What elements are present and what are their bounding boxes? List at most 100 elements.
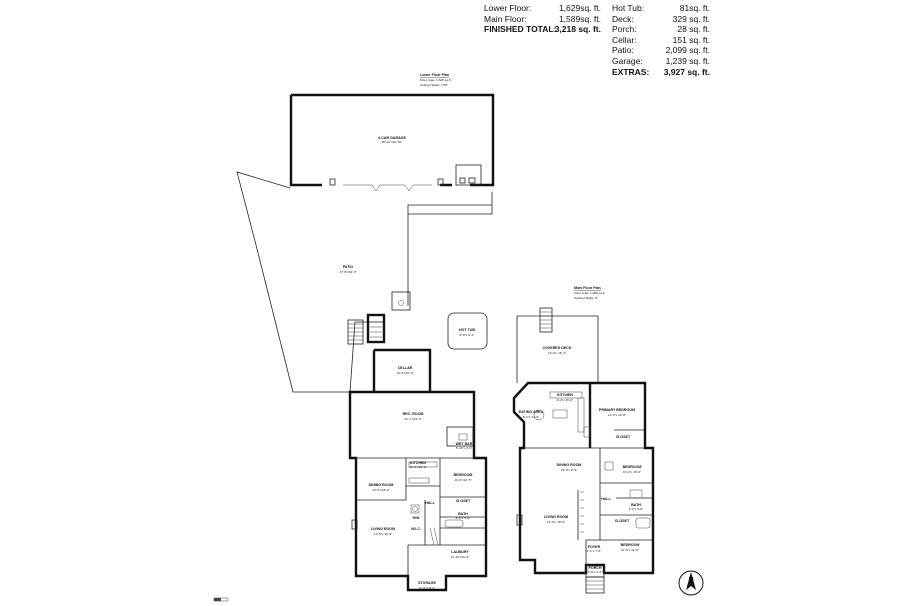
stat-value: 3,218 sq. ft. <box>554 24 601 35</box>
garage-appliance <box>468 177 476 184</box>
rec-room-dim: 31'-7"x12'-3" <box>404 417 421 421</box>
north-arrow-icon <box>686 572 696 590</box>
hot-tub-label: HOT TUB <box>459 328 475 332</box>
lower-kitchen-dim: 10'-0"x15'-2" <box>409 465 426 469</box>
stat-value: 1,589sq. ft. <box>558 13 601 24</box>
fireplace <box>351 519 358 530</box>
stat-label: Main Floor: <box>484 13 527 24</box>
main-bedroom2-dim: 11'-6"x 12'-9" <box>621 548 639 552</box>
lower-bath-label: BATH <box>458 512 468 516</box>
patio-fixture-icon <box>398 300 404 306</box>
stat-value: 151 sq. ft. <box>672 34 710 45</box>
lower-floor-plan: Lower Floor Plan Floor Area: 1,629 sq.ft… <box>236 73 495 592</box>
porch-dim: 6'-8"x 4'-2" <box>588 570 603 574</box>
stat-row: Porch:28 sq. ft. <box>612 24 710 35</box>
lower-floor-header: Lower Floor Plan <box>420 73 449 77</box>
main-floor-ceiling: Ceiling Height: 8' <box>574 296 598 300</box>
lower-partitions <box>356 458 486 576</box>
lower-living-dim: 12'-8"x 13'-9" <box>374 532 392 536</box>
stat-row-total: EXTRAS:3,927 sq. ft. <box>612 67 710 78</box>
stat-row: Hot Tub: 81sq. ft. <box>612 3 710 14</box>
area-summary-left: Lower Floor: 1,629sq. ft. Main Floor: 1,58… <box>484 3 601 35</box>
bath-tub <box>444 519 464 528</box>
bath-vanity <box>629 489 643 499</box>
patio-dim: 37'-9"x52'-3" <box>339 270 356 274</box>
lower-floor-area: Floor Area: 1,629 sq.ft. <box>420 78 451 82</box>
main-bedroom1-dim: 10'-2"x 10'-0" <box>623 470 641 474</box>
garage-closet <box>455 164 482 186</box>
stat-value: 81sq. ft. <box>679 3 710 13</box>
stat-label: Patio: <box>612 45 634 56</box>
main-bath-label: BATH <box>631 503 641 507</box>
garage-walls <box>289 93 495 187</box>
lower-dining-dim: 12'-6"x13'-2" <box>372 488 389 492</box>
main-bedroom1-label: BEDROOM <box>623 465 642 469</box>
eating-area-dim: 8'-1"x 14'-0" <box>523 415 539 419</box>
kitchen-island <box>408 477 430 484</box>
lower-hall-label: HALL <box>425 501 435 505</box>
stat-label: FINISHED TOTAL: <box>484 24 557 35</box>
stat-label: Deck: <box>612 13 634 24</box>
main-dining-dim: 15'-3"x 9'-3" <box>561 468 577 472</box>
garage-label: 4-CAR GARAGE <box>378 136 406 140</box>
wet-bar-sink <box>458 433 468 441</box>
main-kitchen-island <box>552 409 568 419</box>
main-floor-plan: Main Floor Plan Floor Area: 1,589 sq.ft.… <box>512 286 655 594</box>
lower-stair-well <box>366 313 386 344</box>
lower-stair-treads <box>348 323 363 341</box>
wet-bar-counter <box>446 426 474 447</box>
eating-table <box>533 409 545 421</box>
north-compass: N <box>678 570 704 596</box>
eating-area-label: EATING AREA <box>519 410 544 414</box>
main-kitchen-counter <box>549 391 583 399</box>
lower-bedroom-label: BEDROOM <box>454 473 473 477</box>
garage-post <box>437 178 444 186</box>
hw-tank <box>410 504 420 514</box>
main-bedroom2-label: BEDROOM <box>621 543 640 547</box>
compass-label: N <box>688 577 693 584</box>
lower-kitchen-label: KITCHEN <box>410 461 426 465</box>
stat-label: Cellar: <box>612 34 637 45</box>
stat-value: 1,629sq. ft. <box>558 3 601 13</box>
stat-label: Lower Floor: <box>484 3 532 13</box>
storage-label: STORAGE <box>418 581 436 585</box>
porch-label: PORCH <box>589 566 602 570</box>
main-fireplace <box>516 514 523 526</box>
hw-tank-icon <box>412 506 418 512</box>
kitchen-counter <box>408 461 438 468</box>
covered-deck-outline <box>516 315 599 383</box>
main-bath-dim: 9'-0"x 5'-0" <box>629 507 644 511</box>
hot-tub-dim: 8'-8"x 9'-4" <box>460 333 475 337</box>
deck-dim: 19'-9"x 16'-4" <box>548 351 566 355</box>
stat-value: 28 sq. ft. <box>677 24 710 35</box>
lower-living-label: LIVING ROOM <box>371 527 395 531</box>
main-floor-header: Main Floor Plan <box>574 286 601 290</box>
stair-lines <box>429 527 439 546</box>
lower-house-walls <box>348 390 488 592</box>
stat-row: Lower Floor: 1,629sq. ft. <box>484 3 601 14</box>
cellar-walls <box>372 348 432 391</box>
lower-bath-dim: 8'-5"x 5'-0" <box>456 516 471 520</box>
stat-label: Hot Tub: <box>612 3 645 13</box>
stat-value: 2,099 sq. ft. <box>665 45 710 56</box>
garage-sink <box>459 177 466 184</box>
scale-bar-fill <box>214 598 221 601</box>
stat-row-total: FINISHED TOTAL:3,218 sq. ft. <box>484 24 601 35</box>
main-fridge <box>583 426 591 438</box>
main-hall-label: HALL <box>601 497 611 501</box>
lower-wic-label: W.I.C. <box>411 527 421 531</box>
laundry-dim: 11'-10"x11'-2" <box>451 555 470 559</box>
foyer-label: FOYER <box>588 545 601 549</box>
main-living-dim: 13'-0"x 18'-5" <box>547 520 565 524</box>
main-closet-label: CLOSET <box>616 435 631 439</box>
main-stair-treads <box>580 491 584 533</box>
foyer-dim: 4'-1"x 7'-5" <box>587 549 602 553</box>
stat-label: EXTRAS: <box>612 66 650 77</box>
lower-bedroom-dim: 10'-0"x12'-5" <box>454 478 471 482</box>
patio-outline <box>236 171 493 393</box>
main-hw-tank <box>604 461 614 471</box>
deck-label: COVERED DECK <box>543 346 572 350</box>
stat-row: Patio: 2,099 sq. ft. <box>612 45 710 56</box>
main-living-label: LIVING ROOM <box>544 515 568 519</box>
stat-row: Garage:1,239 sq. ft. <box>612 56 710 67</box>
